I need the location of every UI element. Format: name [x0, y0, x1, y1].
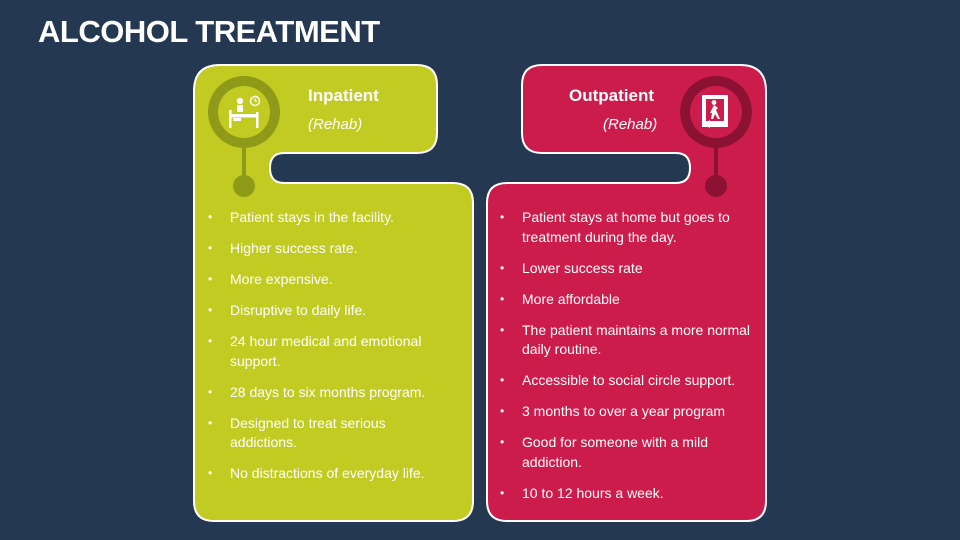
list-item: 24 hour medical and emotional support. — [206, 332, 456, 371]
outpatient-subtitle: (Rehab) — [603, 116, 658, 133]
list-item: 28 days to six months program. — [206, 383, 456, 403]
list-item: Patient stays in the facility. — [206, 208, 456, 228]
list-item: More affordable — [498, 290, 758, 310]
list-item: 10 to 12 hours a week. — [498, 484, 758, 504]
outpatient-title: Outpatient — [569, 86, 654, 105]
list-item: Designed to treat serious addictions. — [206, 414, 456, 453]
list-item: 3 months to over a year program — [498, 402, 758, 422]
inpatient-title: Inpatient — [308, 86, 379, 105]
hospital-bed-icon — [229, 95, 261, 128]
list-item: Higher success rate. — [206, 239, 456, 259]
inpatient-subtitle: (Rehab) — [308, 116, 363, 133]
list-item: Lower success rate — [498, 259, 758, 279]
exit-door-icon — [702, 95, 728, 128]
inpatient-panel — [193, 64, 474, 522]
outpatient-list: Patient stays at home but goes to treatm… — [498, 208, 758, 515]
list-item: No distractions of everyday life. — [206, 464, 456, 484]
list-item: Patient stays at home but goes to treatm… — [498, 208, 758, 247]
inpatient-list: Patient stays in the facility. Higher su… — [206, 208, 456, 495]
list-item: More expensive. — [206, 270, 456, 290]
list-item: Good for someone with a mild addiction. — [498, 433, 758, 472]
slide-title: ALCOHOL TREATMENT — [38, 14, 380, 49]
list-item: The patient maintains a more normal dail… — [498, 321, 758, 360]
list-item: Disruptive to daily life. — [206, 301, 456, 321]
list-item: Accessible to social circle support. — [498, 371, 758, 391]
